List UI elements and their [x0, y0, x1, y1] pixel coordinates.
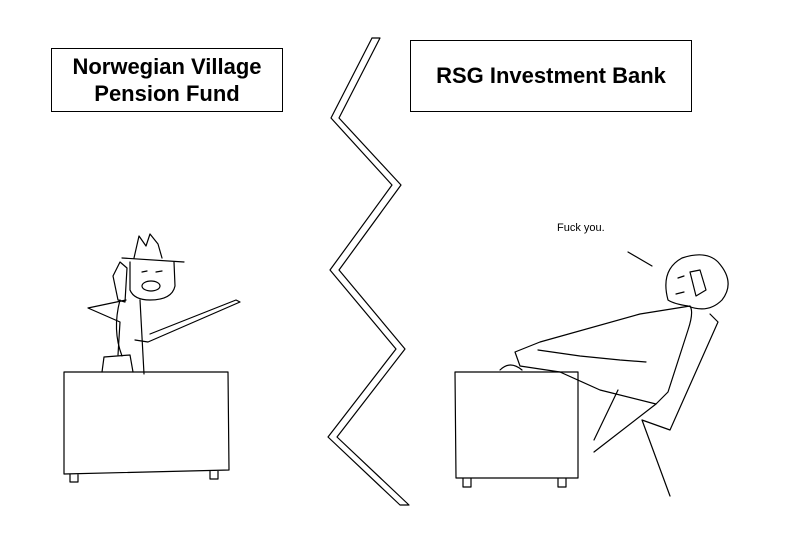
left-figure-eyes	[141, 270, 163, 273]
left-figure-hat	[121, 233, 185, 263]
left-figure-body	[87, 299, 241, 375]
right-figure-chair	[593, 313, 719, 497]
right-desk-feet	[499, 364, 523, 371]
left-figure-phone	[112, 261, 128, 303]
left-desk-phone-base	[101, 354, 134, 373]
speech-text: Fuck you.	[557, 222, 605, 234]
left-figure-head	[129, 261, 176, 301]
right-desk	[454, 371, 579, 488]
right-figure-eye	[675, 275, 685, 295]
left-title-box: Norwegian Village Pension Fund	[51, 48, 283, 112]
right-title-box: RSG Investment Bank	[410, 40, 692, 112]
right-figure-phone	[689, 269, 707, 297]
right-figure-body	[514, 305, 693, 405]
speech-line	[627, 251, 653, 267]
left-desk	[63, 371, 230, 483]
left-title-line1: Norwegian Village	[72, 54, 262, 79]
lightning-divider	[327, 37, 410, 506]
right-title: RSG Investment Bank	[436, 63, 666, 88]
left-figure-mouth	[141, 280, 161, 292]
left-figure-cord	[115, 299, 123, 357]
left-title-line2: Pension Fund	[94, 81, 240, 106]
right-figure-head	[665, 254, 729, 310]
